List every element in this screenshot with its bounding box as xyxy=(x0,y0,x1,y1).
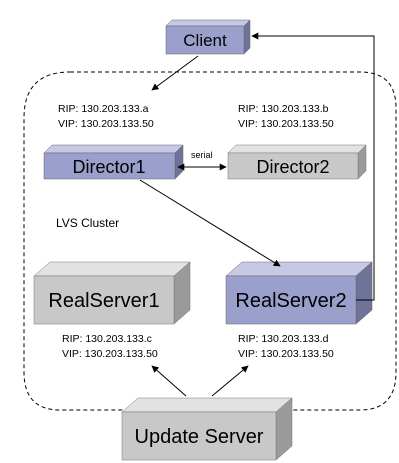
director1-box-front xyxy=(43,152,176,180)
client-node: Client xyxy=(165,19,251,55)
realserver2-node: RealServer2 xyxy=(225,261,373,325)
edge-director1-to-realserver2 xyxy=(139,179,281,267)
edge-director-link-label: serial xyxy=(191,150,213,160)
realserver1-vip: VIP: 130.203.133.50 xyxy=(62,348,158,360)
realserver2-box-top xyxy=(225,261,373,277)
director2-vip: VIP: 130.203.133.50 xyxy=(238,118,334,130)
realserver1-box-front xyxy=(33,275,175,325)
director2-node: Director2 xyxy=(227,144,367,180)
director1-vip: VIP: 130.203.133.50 xyxy=(58,118,154,130)
realserver1-label: RealServer1 xyxy=(48,290,159,312)
cluster-label: LVS Cluster xyxy=(56,216,119,230)
update-server-box-top xyxy=(121,397,293,413)
edge-update-server-to-realserver2 xyxy=(211,365,249,397)
realserver2-rip: RIP: 130.203.133.d xyxy=(238,333,329,345)
realserver1-box-top xyxy=(33,261,191,277)
client-box-side xyxy=(243,19,251,55)
director1-node: Director1 xyxy=(43,144,184,180)
realserver2-label: RealServer2 xyxy=(235,290,346,312)
client-box-front xyxy=(165,25,245,55)
director1-label: Director1 xyxy=(72,157,145,177)
director1-box-top xyxy=(43,144,184,154)
director1-rip: RIP: 130.203.133.a xyxy=(58,103,149,115)
director2-rip: RIP: 130.203.133.b xyxy=(238,103,329,115)
update-server-box-front xyxy=(121,411,277,461)
update-server-label: Update Server xyxy=(135,426,264,448)
director2-box-top xyxy=(227,144,367,154)
realserver1-node: RealServer1 xyxy=(33,261,191,325)
update-server-node: Update Server xyxy=(121,397,293,461)
edge-client-to-director1 xyxy=(151,55,199,91)
director2-box-front xyxy=(227,152,359,180)
edge-realserver2-to-client xyxy=(251,32,375,301)
client-box-top xyxy=(165,19,251,27)
realserver1-rip: RIP: 130.203.133.c xyxy=(62,333,152,345)
director2-label: Director2 xyxy=(256,157,329,177)
client-label: Client xyxy=(183,31,227,50)
edge-update-server-to-realserver1 xyxy=(151,365,187,397)
realserver2-box-front xyxy=(225,275,357,325)
realserver2-vip: VIP: 130.203.133.50 xyxy=(238,348,334,360)
